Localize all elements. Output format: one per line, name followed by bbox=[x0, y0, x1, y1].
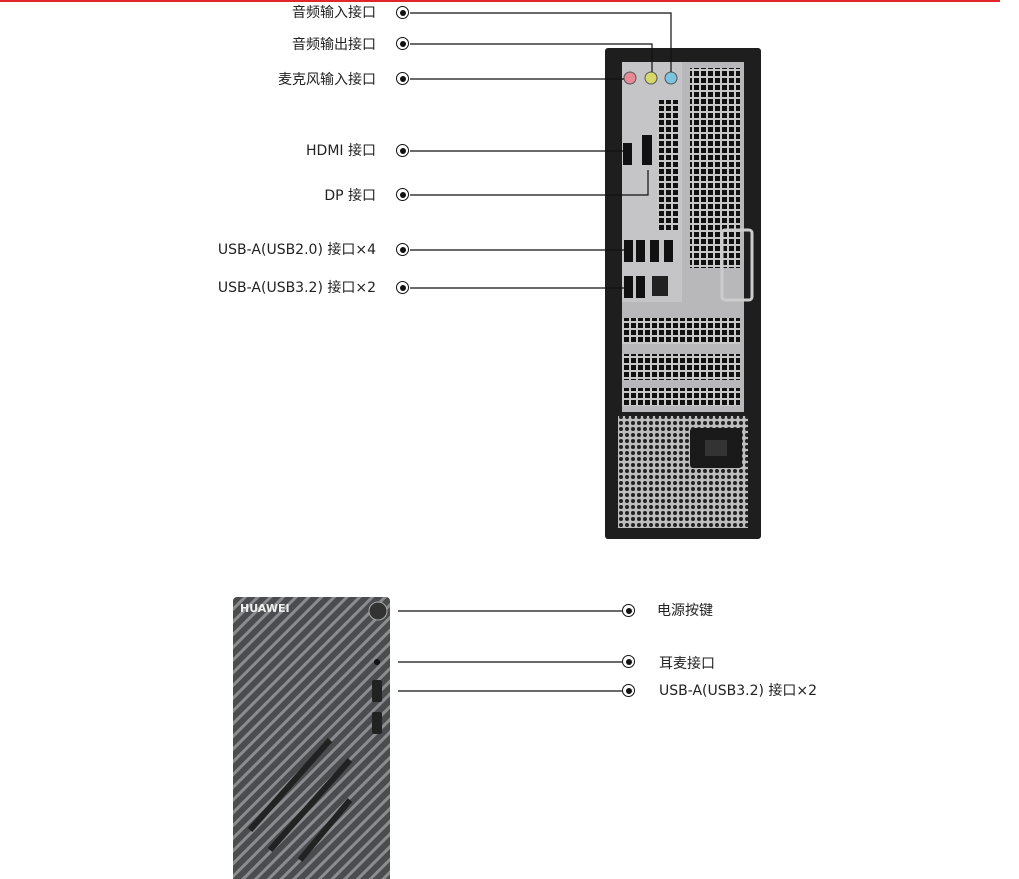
callout-dot-icon bbox=[396, 281, 409, 294]
callout-dot-icon bbox=[396, 6, 409, 19]
mic-jack bbox=[623, 71, 637, 85]
callout-dot-icon bbox=[396, 37, 409, 50]
rear-leader-lines bbox=[410, 12, 672, 289]
audio-out-jack bbox=[644, 71, 658, 85]
callout-mic-in: 麦克风输入接口 bbox=[278, 72, 376, 88]
audio-in-jack bbox=[664, 71, 678, 85]
callout-usb3-rear: USB-A(USB3.2) 接口×2 bbox=[217, 280, 376, 296]
callout-power-button: 电源按键 bbox=[657, 603, 713, 619]
front-usb-port bbox=[372, 680, 382, 702]
ethernet-port bbox=[652, 276, 668, 296]
callout-usb3-front: USB-A(USB3.2) 接口×2 bbox=[659, 683, 818, 699]
callout-headset: 耳麦接口 bbox=[659, 656, 715, 672]
power-button bbox=[368, 601, 388, 621]
callout-dot-icon bbox=[622, 604, 635, 617]
usb3-ports bbox=[624, 276, 645, 298]
callout-hdmi: HDMI 接口 bbox=[306, 143, 376, 159]
rear-tower bbox=[605, 48, 761, 539]
pcie-slot bbox=[622, 318, 740, 344]
callout-dot-icon bbox=[396, 72, 409, 85]
usb2-ports bbox=[624, 240, 673, 262]
handle bbox=[720, 228, 754, 302]
dp-port bbox=[642, 135, 652, 165]
callout-dot-icon bbox=[396, 243, 409, 256]
front-leader-lines bbox=[398, 610, 622, 692]
callout-dot-icon bbox=[622, 684, 635, 697]
hdmi-port bbox=[623, 143, 632, 165]
headset-jack bbox=[374, 659, 380, 665]
callout-dp: DP 接口 bbox=[324, 188, 376, 204]
callout-dot-icon bbox=[622, 655, 635, 668]
callout-audio-in: 音频输入接口 bbox=[292, 5, 376, 21]
front-usb-port bbox=[372, 712, 382, 734]
callout-usb2: USB-A(USB2.0) 接口×4 bbox=[217, 242, 376, 258]
brand-logo: HUAWEI bbox=[240, 602, 290, 615]
front-tower bbox=[233, 597, 390, 879]
callout-dot-icon bbox=[396, 188, 409, 201]
callout-dot-icon bbox=[396, 144, 409, 157]
top-accent-line bbox=[0, 0, 1000, 2]
rear-vent bbox=[690, 68, 740, 268]
callout-audio-out: 音频输出接口 bbox=[292, 37, 376, 53]
